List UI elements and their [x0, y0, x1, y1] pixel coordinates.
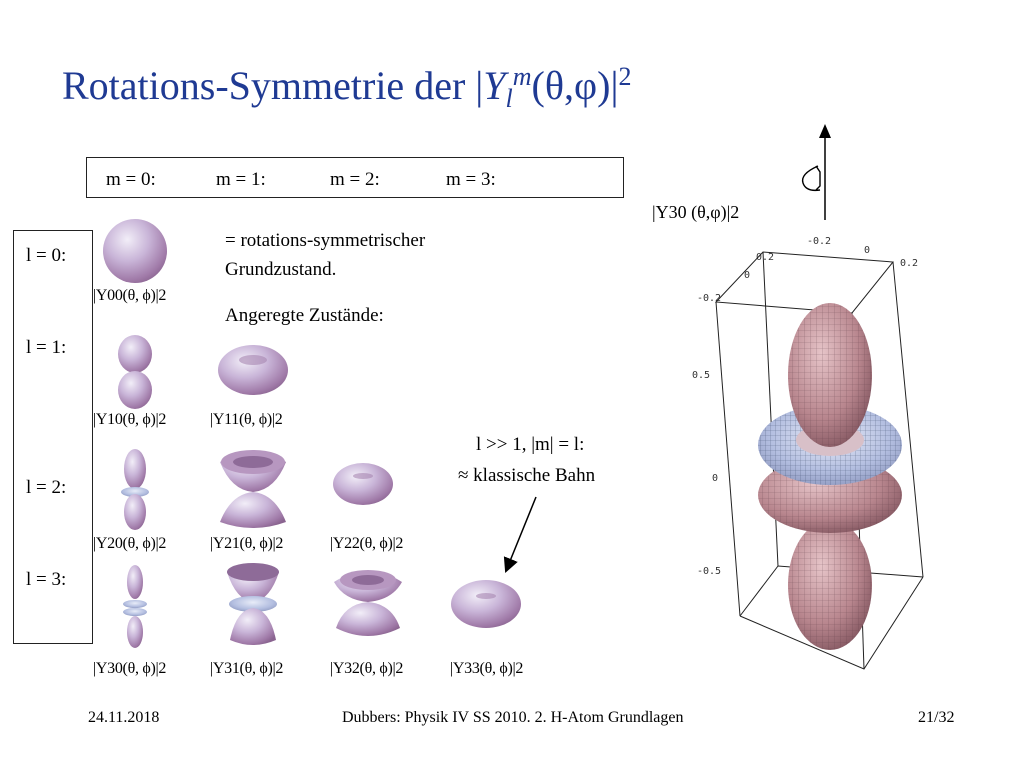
label-y32: |Y32(θ, ϕ)|2: [330, 660, 404, 677]
footer-date: 24.11.2018: [88, 709, 160, 726]
big-plot-label: |Y30 (θ,φ)|2: [652, 202, 740, 222]
shape-y21: [220, 450, 286, 528]
shape-y33: [451, 580, 521, 628]
l-label-0: l = 0:: [26, 245, 67, 266]
label-y00: |Y00(θ, ϕ)|2: [93, 287, 167, 304]
l-label-box: [13, 230, 93, 644]
classic-text-line1: l >> 1, |m| = l:: [476, 434, 585, 455]
title-text: Rotations-Symmetrie der: [62, 63, 476, 108]
tick-z-a: 0.5: [692, 370, 711, 381]
big-y30-shape: [758, 303, 902, 650]
title-l: l: [505, 84, 513, 113]
m-label-1: m = 1:: [216, 169, 266, 190]
m-label-0: m = 0:: [106, 169, 156, 190]
rotation-text-line2: Grundzustand.: [225, 259, 337, 280]
tick-left-b: 0: [744, 270, 751, 281]
tick-top-c: 0.2: [900, 258, 919, 269]
label-y11: |Y11(θ, ϕ)|2: [210, 411, 283, 428]
rotation-axis-arrow: [819, 124, 831, 220]
footer-page: 21/32: [918, 709, 955, 726]
title-args: (θ,φ): [531, 63, 611, 108]
shape-y32: [334, 570, 402, 636]
l-label-1: l = 1:: [26, 337, 67, 358]
rotation-icon: [801, 165, 821, 192]
shape-y30: [123, 565, 147, 648]
l-label-3: l = 3:: [26, 569, 67, 590]
label-y30: |Y30(θ, ϕ)|2: [93, 660, 167, 677]
tick-z-b: 0: [712, 473, 719, 484]
m-label-box: [86, 157, 624, 198]
shape-y31: [227, 563, 279, 645]
tick-left-c: -0.2: [697, 293, 722, 304]
footer-center: Dubbers: Physik IV SS 2010. 2. H-Atom Gr…: [342, 709, 684, 726]
excited-states-text: Angeregte Zustände:: [225, 305, 384, 326]
title-bar-right: |: [610, 63, 619, 108]
label-y31: |Y31(θ, ϕ)|2: [210, 660, 284, 677]
tick-z-c: -0.5: [697, 566, 722, 577]
pointer-arrow: [503, 496, 537, 573]
title-y: Y: [483, 63, 506, 108]
label-y33: |Y33(θ, ϕ)|2: [450, 660, 524, 677]
shape-y11: [218, 345, 288, 395]
tick-top-a: -0.2: [807, 236, 832, 247]
label-y20: |Y20(θ, ϕ)|2: [93, 535, 167, 552]
classic-text-line2: ≈ klassische Bahn: [458, 465, 596, 486]
title-m: m: [512, 62, 532, 91]
label-y22: |Y22(θ, ϕ)|2: [330, 535, 404, 552]
shape-y10: [118, 335, 152, 409]
m-label-3: m = 3:: [446, 169, 496, 190]
page-title: Rotations-Symmetrie der |Ylm(θ,φ)|2: [62, 64, 631, 112]
label-y10: |Y10(θ, ϕ)|2: [93, 411, 167, 428]
shape-y00: [103, 219, 167, 283]
title-bar-left: |: [475, 63, 484, 108]
title-power: 2: [618, 62, 632, 91]
m-label-2: m = 2:: [330, 169, 380, 190]
shape-y22: [333, 463, 393, 505]
tick-top-b: 0: [864, 245, 871, 256]
label-y21: |Y21(θ, ϕ)|2: [210, 535, 284, 552]
l-label-2: l = 2:: [26, 477, 67, 498]
shape-y20: [121, 449, 149, 530]
rotation-text-line1: = rotations-symmetrischer: [225, 230, 426, 251]
tick-left-a: 0.2: [756, 252, 775, 263]
